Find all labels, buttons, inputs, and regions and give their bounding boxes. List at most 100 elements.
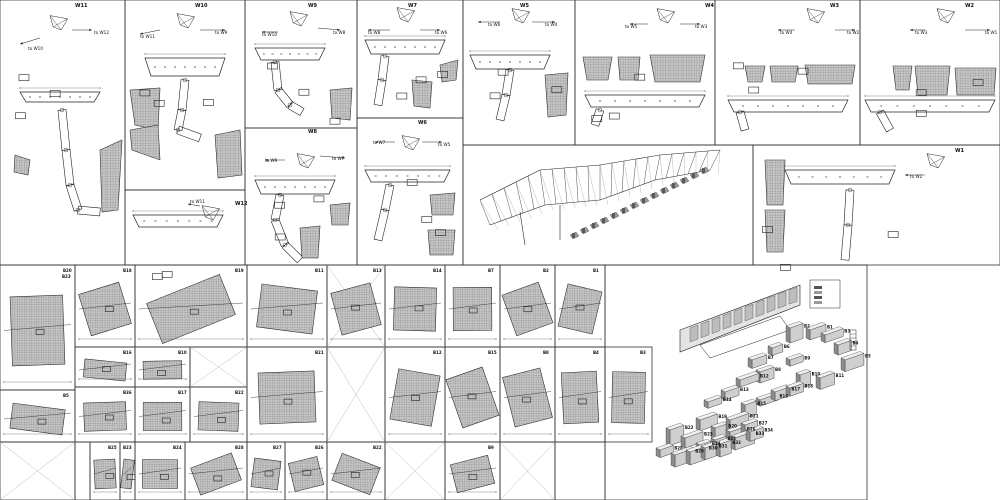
- axon-bracket-tag: B26: [747, 426, 756, 431]
- leader-line: [138, 410, 187, 417]
- leg-segment: [281, 241, 304, 264]
- hatch-lines: [915, 66, 950, 95]
- axon-bracket-tag: B11: [836, 373, 845, 378]
- bracket-title: B12: [433, 350, 442, 355]
- detail-outline: [887, 231, 899, 238]
- leader-line: [503, 391, 552, 398]
- axon-bracket-tag: B32: [732, 440, 741, 445]
- detail-outline: [15, 112, 26, 120]
- panel-frame: [752, 144, 1000, 266]
- beam-elevation: [727, 99, 849, 113]
- hatched-plate: [429, 192, 456, 216]
- detail-outline: [415, 76, 427, 84]
- detail-outline: [797, 67, 809, 75]
- axon-bracket-tag: B10: [812, 371, 821, 376]
- hatched-plate: [744, 65, 766, 83]
- bracket-title: B4: [593, 350, 599, 355]
- hatch-lines: [10, 295, 65, 366]
- direction-label: to W3: [695, 24, 708, 29]
- axon-bracket-tag: B27: [759, 421, 768, 426]
- exploded-axonometric: [655, 279, 865, 468]
- detail-outline: [467, 393, 477, 400]
- detail-outline: [350, 472, 360, 478]
- key-plan: [396, 7, 415, 23]
- hatched-plate: [427, 229, 456, 256]
- direction-label: to W6: [488, 22, 501, 27]
- direction-label: to W12: [94, 30, 109, 35]
- hatched-plate: [329, 202, 351, 226]
- detail-outline: [497, 68, 509, 76]
- key-plan: [201, 205, 220, 221]
- leg-segment: [876, 109, 894, 133]
- panel-frame: [604, 264, 868, 500]
- axon-bracket-tag: B12: [760, 373, 769, 378]
- detail-outline: [762, 226, 773, 233]
- bracket-title: B3: [640, 350, 646, 355]
- detail-outline: [780, 264, 791, 271]
- hatched-plate: [764, 159, 786, 206]
- axon-bracket-tag: B6: [784, 344, 790, 349]
- detail-outline: [575, 304, 585, 311]
- bracket-title: B1: [593, 268, 599, 273]
- axon-bracket-tag: B2: [804, 323, 810, 328]
- panel-frame: [554, 441, 606, 500]
- axon-bracket-tag: B22: [685, 425, 694, 430]
- truss-perspective: [479, 149, 721, 246]
- leader-line: [558, 391, 602, 398]
- bracket-title: B10: [178, 350, 187, 355]
- beam-elevation: [584, 94, 706, 108]
- detail-outline: [274, 201, 285, 209]
- hatched-plate: [764, 209, 786, 253]
- detail-outline: [523, 306, 533, 313]
- leg-segment: [590, 108, 605, 127]
- detail-outline: [298, 88, 310, 96]
- leader-line: [78, 302, 132, 310]
- leg-segment: [270, 61, 283, 91]
- beam-elevation: [864, 99, 996, 113]
- hatched-plate: [9, 294, 66, 367]
- axon-bracket-tag: B33: [756, 431, 765, 436]
- direction-label: to W7: [332, 156, 345, 161]
- direction-label: to W10: [262, 32, 277, 37]
- panel-frame: [0, 0, 126, 266]
- bracket-title: B23: [123, 445, 132, 450]
- beam-elevation: [254, 179, 336, 195]
- direction-arrow: [319, 155, 346, 159]
- direction-label: to W2: [910, 174, 923, 179]
- wall-panel-title: W3: [830, 3, 840, 9]
- axon-bracket-tag: B3: [844, 329, 850, 334]
- leg-segment: [843, 189, 855, 226]
- detail-outline: [421, 216, 433, 223]
- leader-line: [78, 363, 132, 371]
- leader-line: [388, 391, 442, 398]
- hatch-lines: [412, 80, 432, 108]
- bracket-title: B22: [373, 445, 382, 450]
- bracket-title: B21: [315, 350, 324, 355]
- hatch-lines: [330, 203, 350, 225]
- hatch-lines: [430, 193, 455, 215]
- hatched-plate: [804, 64, 856, 85]
- beam-elevation: [132, 214, 224, 228]
- axon-bracket-tag: B9: [804, 355, 810, 360]
- beam-elevation: [144, 57, 226, 77]
- hatched-plate: [582, 56, 613, 81]
- direction-label: to W9: [265, 158, 278, 163]
- hatched-plate: [411, 79, 433, 109]
- bracket-title: B20: [63, 268, 72, 273]
- beam-elevation: [254, 47, 326, 61]
- hatched-plate: [954, 67, 997, 96]
- detail-outline: [161, 271, 173, 278]
- detail-outline: [972, 79, 984, 86]
- bracket-title: B14: [433, 268, 442, 273]
- hatch-lines: [198, 401, 239, 432]
- hatched-plate: [329, 87, 353, 121]
- detail-outline: [105, 306, 114, 312]
- leg-segment: [495, 93, 511, 122]
- empty-cross: [189, 346, 248, 388]
- detail-outline: [915, 89, 927, 97]
- bracket-title: B13: [373, 268, 382, 273]
- axon-bracket-tag: B13: [740, 387, 749, 392]
- leader-line: [78, 410, 132, 417]
- wall-panel-title: W10: [195, 3, 208, 9]
